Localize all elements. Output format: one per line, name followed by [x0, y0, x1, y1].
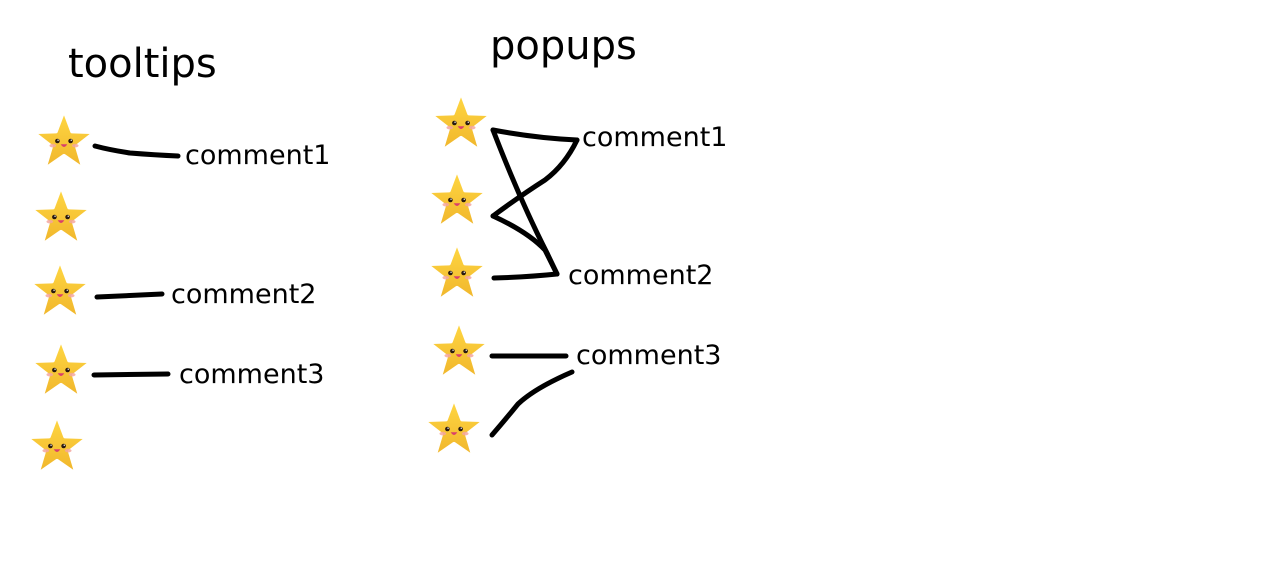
smiling-star-icon — [423, 240, 491, 306]
popup-star-5[interactable] — [420, 396, 488, 462]
smiling-star-icon — [30, 108, 98, 174]
tooltip-star-1[interactable] — [30, 108, 98, 174]
tooltip-comment-2: comment2 — [171, 279, 317, 310]
tooltip-comment-3: comment3 — [179, 359, 325, 390]
popups-title: popups — [490, 23, 637, 69]
popup-connector-star1-comment2 — [490, 127, 560, 277]
smiling-star-icon — [27, 337, 95, 403]
popup-connector-star1-comment1 — [490, 127, 580, 143]
popup-star-2[interactable] — [423, 167, 491, 233]
popup-comment-3: comment3 — [576, 340, 722, 371]
tooltip-connector-2 — [94, 291, 165, 300]
smiling-star-icon — [423, 167, 491, 233]
popup-connector-star3-comment2 — [491, 271, 560, 281]
smiling-star-icon — [420, 396, 488, 462]
tooltips-title: tooltips — [68, 41, 217, 87]
popup-connector-star2-comment2 — [490, 213, 560, 277]
tooltip-star-5[interactable] — [23, 413, 91, 479]
popup-star-4[interactable] — [425, 318, 493, 384]
popup-comment-2: comment2 — [568, 260, 714, 291]
popup-star-3[interactable] — [423, 240, 491, 306]
tooltip-comment-1: comment1 — [185, 140, 331, 171]
popup-comment-1: comment1 — [582, 122, 728, 153]
smiling-star-icon — [26, 258, 94, 324]
smiling-star-icon — [425, 318, 493, 384]
tooltip-star-2[interactable] — [27, 184, 95, 250]
smiling-star-icon — [23, 413, 91, 479]
tooltip-connector-1 — [92, 143, 181, 159]
smiling-star-icon — [427, 90, 495, 156]
smiling-star-icon — [27, 184, 95, 250]
tooltip-star-3[interactable] — [26, 258, 94, 324]
tooltip-star-4[interactable] — [27, 337, 95, 403]
popup-connector-star5-comment3 — [489, 369, 575, 438]
popup-star-1[interactable] — [427, 90, 495, 156]
tooltip-connector-3 — [91, 371, 171, 378]
popup-connector-star2-comment1 — [490, 137, 580, 219]
